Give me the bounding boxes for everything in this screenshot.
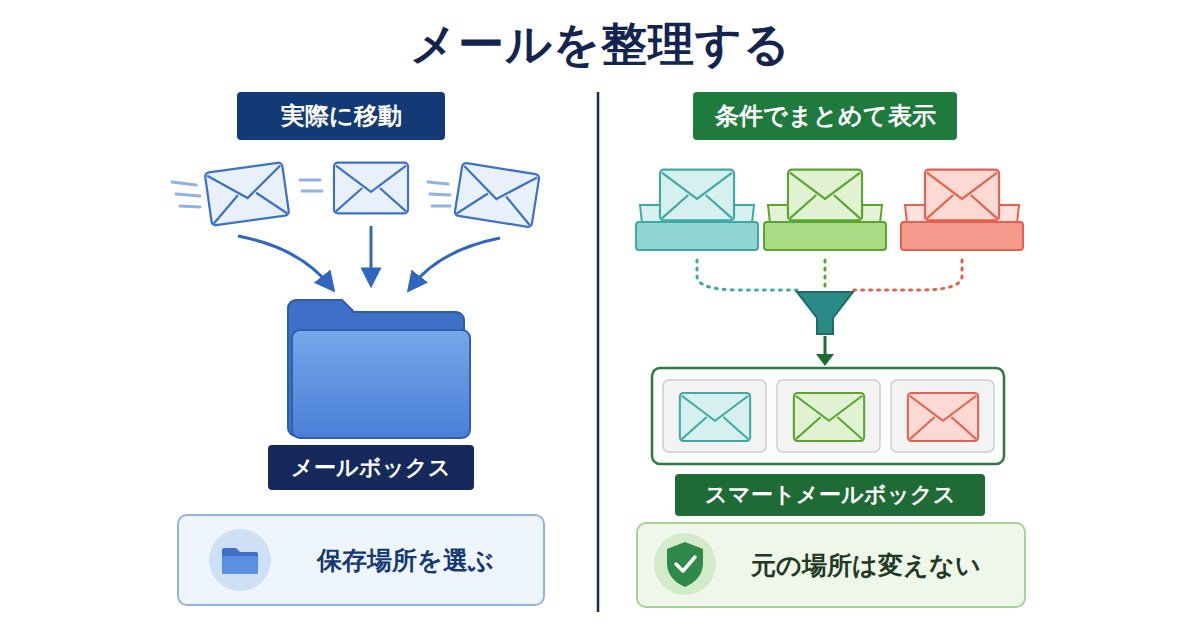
diagram-title: メールを整理する (0, 12, 1200, 76)
envelope-icons (205, 162, 540, 227)
node-text: メールボックス (291, 453, 451, 483)
label-pill: メールボックス (268, 445, 474, 490)
node-text: スマートメールボックス (705, 480, 956, 510)
smart-mailbox-frame (652, 368, 1004, 464)
move-arrows (238, 226, 500, 286)
node-text: 実際に移動 (281, 100, 402, 132)
filter-lines (697, 260, 962, 290)
note-box: 保存場所を選ぶ (177, 514, 545, 606)
shield-badge (637, 523, 1025, 607)
funnel-icon (797, 292, 853, 366)
folder-badge (178, 515, 544, 605)
node-text: 条件でまとめて表示 (715, 100, 936, 132)
folder-icon (288, 300, 470, 438)
node-text: 元の場所は変えない (751, 549, 981, 582)
divider-line (597, 92, 600, 612)
label-pill: スマートメールボックス (675, 474, 985, 516)
header-pill: 実際に移動 (237, 92, 445, 140)
header-pill: 条件でまとめて表示 (693, 92, 957, 140)
inbox-trays (636, 170, 1023, 250)
node-text: 保存場所を選ぶ (317, 544, 494, 577)
note-box: 元の場所は変えない (636, 522, 1026, 608)
